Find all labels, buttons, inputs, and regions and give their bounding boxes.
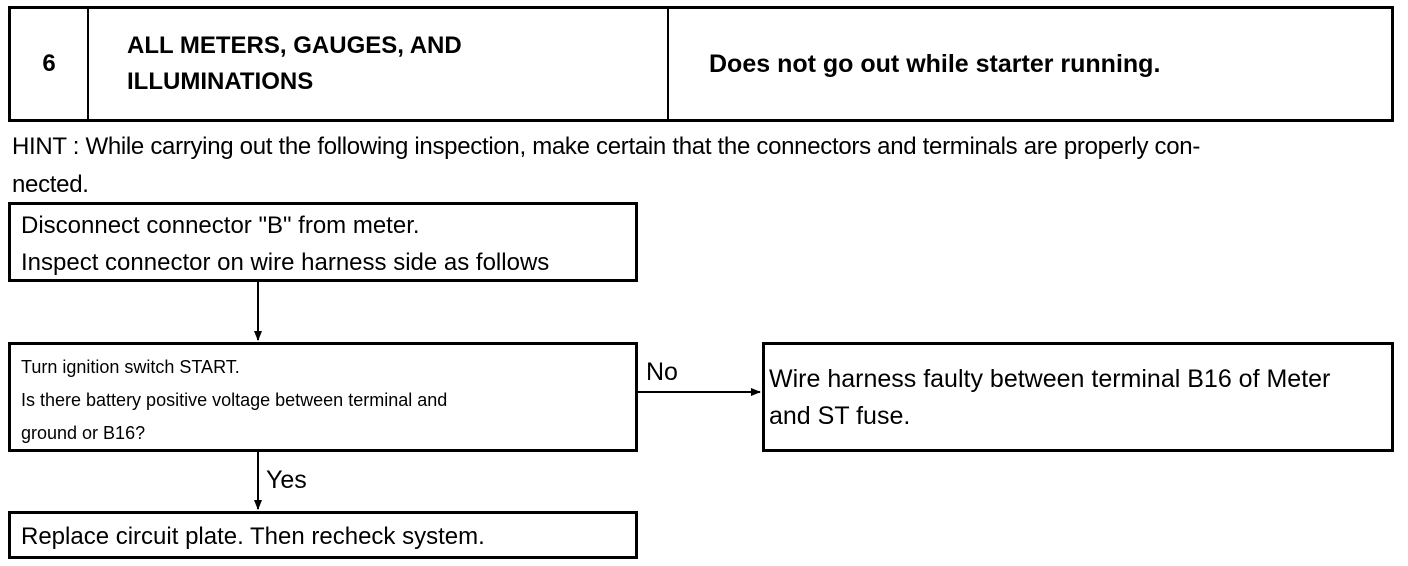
yes-branch-label: Yes: [266, 466, 307, 494]
step-disconnect-line1: Disconnect connector "B" from meter.: [21, 212, 420, 239]
step-check-line2: Is there battery positive voltage betwee…: [21, 390, 448, 410]
step-check-box: Turn ignition switch START. Is there bat…: [8, 342, 638, 452]
fault-result-box: Wire harness faulty between terminal B16…: [762, 342, 1394, 452]
step-title-line2: ILLUMINATIONS: [127, 68, 314, 95]
step-header-table: 6 ALL METERS, GAUGES, AND ILLUMINATIONS …: [8, 6, 1394, 122]
hint-line1: HINT : While carrying out the following …: [12, 133, 1201, 160]
step-disconnect-line2: Inspect connector on wire harness side a…: [21, 249, 550, 276]
symptom-cell: Does not go out while starter running.: [669, 9, 1391, 119]
step-check-line3: ground or B16?: [21, 423, 146, 443]
fault-result-line1: Wire harness faulty between terminal B16…: [769, 365, 1331, 393]
fault-result-line2: and ST fuse.: [769, 402, 911, 430]
step-number-cell: 6: [11, 9, 89, 119]
hint-text: HINT : While carrying out the following …: [12, 128, 1396, 204]
step-title-line1: ALL METERS, GAUGES, AND: [127, 32, 462, 59]
step-check-line1: Turn ignition switch START.: [21, 357, 240, 377]
step-number: 6: [42, 50, 56, 77]
step-disconnect-box: Disconnect connector "B" from meter. Ins…: [8, 202, 638, 282]
step-title-cell: ALL METERS, GAUGES, AND ILLUMINATIONS: [89, 9, 669, 119]
hint-line2: nected.: [12, 171, 89, 198]
no-branch-label: No: [646, 358, 678, 386]
replace-step-line1: Replace circuit plate. Then recheck syst…: [21, 523, 485, 550]
replace-step-box: Replace circuit plate. Then recheck syst…: [8, 511, 638, 559]
symptom-text: Does not go out while starter running.: [709, 49, 1161, 78]
